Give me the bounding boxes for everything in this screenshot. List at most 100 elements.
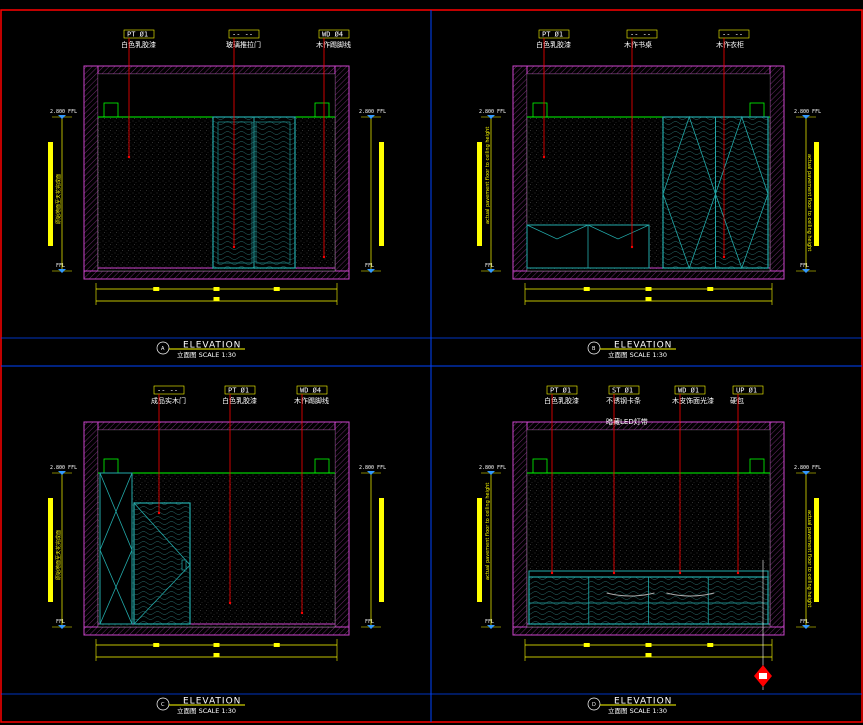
material-tag-box [296,385,328,395]
left-vertical-note: actual pavement floor to ceiling height [485,483,491,580]
ceiling-slab [83,421,350,431]
dimension-value-marker [213,287,220,291]
left-wall [83,421,99,636]
level-label-bottom: FFL [485,619,494,625]
dimension-marker-bar [48,498,53,602]
level-label-top: 2.800 FFL [794,465,821,471]
dimension-marker-bar [814,498,819,602]
leader-dot [228,601,232,605]
led-strip-cabinet-top [528,570,769,578]
left-vertical-note: 原始地面至天花完成面 [55,530,62,580]
dimension-value-marker [645,287,652,291]
leader-dot [722,255,726,259]
level-marker-bottom [802,625,810,629]
right-vertical-note: actual pavement floor to ceiling height [806,154,812,251]
floor-slab [512,270,785,280]
left-wall [512,421,528,636]
dimension-marker-bar [379,498,384,602]
elevation-id-label: B [592,346,596,352]
material-tag-box [538,29,570,39]
material-tag-box [732,385,764,395]
dimension-total-marker [645,653,652,657]
leader-dot [322,255,326,259]
elevation-title: ELEVATION [183,341,241,351]
dimension-marker-bar [379,142,384,246]
material-tag-note: 白色乳胶漆 [121,40,156,49]
dimension-value-marker [273,287,280,291]
dimension-value-marker [707,643,714,647]
elevation-id-circle [156,697,170,711]
material-tag-note: 玻璃推拉门 [226,40,261,49]
ceiling-slab [512,65,785,75]
material-tag-code: -- -- [232,31,253,39]
level-label-top: 2.800 FFL [50,465,77,471]
right-wall [769,65,785,280]
basin-outline [606,592,715,597]
material-tag-code: WD Ø4 [322,31,343,39]
dimension-value-marker [213,643,220,647]
material-tag-code: PT Ø1 [228,387,249,395]
level-marker-bottom [58,269,66,273]
material-tag-note: 白色乳胶漆 [536,40,571,49]
dimension-value-marker [273,643,280,647]
level-label-bottom: FFL [56,619,65,625]
ceiling-detail-right [314,102,330,118]
cursor-gizmo [754,560,772,690]
ceiling-detail-right [314,458,330,474]
material-tag-note: 木作踢脚线 [316,40,351,49]
leader-dot [612,571,616,575]
left-wall [512,65,528,280]
level-marker-top [58,115,66,119]
ceiling-slab [83,65,350,75]
right-wall [334,421,350,636]
solid-wood-door [133,502,191,625]
leader-dot [550,571,554,575]
material-tag-code: PT Ø1 [542,31,563,39]
level-marker-top [367,471,375,475]
elevation-subtitle: 立面图 SCALE 1:30 [177,706,236,715]
material-tag-note: 木作书桌 [624,40,652,49]
material-tag-box [318,29,350,39]
material-tag-box [123,29,155,39]
ceiling-slab [512,421,785,431]
elevation-id-circle [156,341,170,355]
dimension-marker-bar [477,142,482,246]
elevation-id-label: C [161,702,165,708]
leader-dot [542,155,546,159]
dimension-value-marker [707,287,714,291]
material-tag-note: 木皮饰面光漆 [672,396,714,405]
material-tag-box [546,385,578,395]
leader-dot [736,571,740,575]
material-tag-note: 白色乳胶漆 [222,396,257,405]
material-tag-code: -- -- [722,31,743,39]
material-tag-note: 成品实木门 [151,396,186,405]
material-tag-note: 木作衣柜 [716,40,744,49]
leader-dot [678,571,682,575]
material-tag-code: WD Ø1 [678,387,699,395]
dimension-marker-bar [477,498,482,602]
dimension-marker-bar [814,142,819,246]
material-tag-code: ST Ø1 [612,387,633,395]
door-frame-cross [99,472,133,625]
ceiling-detail-left [532,458,548,474]
level-label-top: 2.800 FFL [50,109,77,115]
level-label-bottom: FFL [800,619,809,625]
dimension-value-marker [583,287,590,291]
level-marker-bottom [487,625,495,629]
material-tag-code: PT Ø1 [127,31,148,39]
material-tag-box [718,29,750,39]
material-tag-code: -- -- [157,387,178,395]
dimension-value-marker [153,643,160,647]
elevation-id-circle [587,341,601,355]
material-tag-box [608,385,640,395]
level-marker-top [802,115,810,119]
leader-dot [300,611,304,615]
elevation-title: ELEVATION [614,697,672,707]
dimension-marker-bar [48,142,53,246]
leader-dot [157,511,161,515]
elevation-id-circle [587,697,601,711]
